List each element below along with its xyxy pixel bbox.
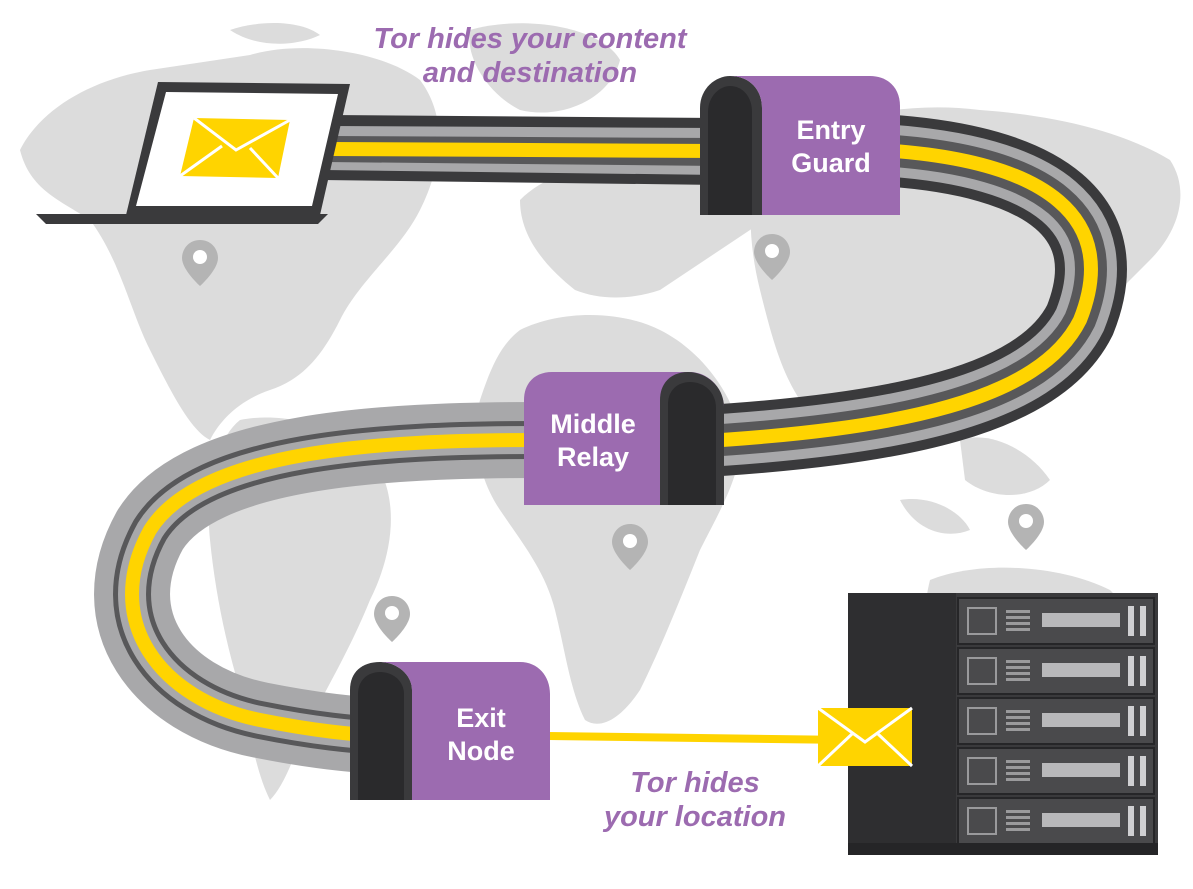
server-rack-icon	[848, 593, 1158, 855]
caption-line: Tor hides your content	[373, 23, 687, 55]
server-unit	[957, 597, 1155, 645]
location-pin-icon	[754, 234, 790, 280]
server-units	[957, 597, 1155, 845]
entry-guard-label: Entry Guard	[762, 114, 900, 180]
server-unit	[957, 647, 1155, 695]
server-unit	[957, 697, 1155, 745]
node-label-line: Relay	[556, 442, 630, 472]
caption-line: Tor hides	[630, 767, 760, 799]
laptop-icon	[36, 82, 350, 224]
tunnel-entry-middle	[687, 114, 1127, 478]
location-pin-icon	[1008, 504, 1044, 550]
node-label-line: Middle	[550, 409, 636, 439]
server-unit	[957, 797, 1155, 845]
caption-content-destination: Tor hides your content and destination	[340, 22, 720, 90]
location-pin-icon	[374, 596, 410, 642]
location-pin-icon	[182, 240, 218, 286]
exit-node	[350, 662, 550, 800]
node-label-line: Guard	[791, 148, 871, 178]
node-label-line: Exit	[456, 703, 506, 733]
exit-connection-line	[547, 732, 851, 744]
node-label-line: Node	[447, 736, 515, 766]
location-pins	[182, 234, 1044, 642]
exit-node-label: Exit Node	[412, 702, 550, 768]
envelope-icon	[816, 706, 914, 768]
envelope-icon	[179, 116, 291, 180]
middle-relay-label: Middle Relay	[524, 408, 662, 474]
tunnel-middle-exit	[94, 402, 541, 776]
entry-guard-node	[700, 76, 900, 215]
caption-line: and destination	[422, 57, 638, 89]
location-pin-icon	[612, 524, 648, 570]
server-unit	[957, 747, 1155, 795]
tunnel-laptop-entry	[322, 115, 720, 185]
middle-relay-node	[524, 372, 724, 505]
node-label-line: Entry	[796, 115, 866, 145]
caption-location: Tor hides your location	[560, 766, 830, 834]
caption-line: your location	[603, 801, 787, 833]
